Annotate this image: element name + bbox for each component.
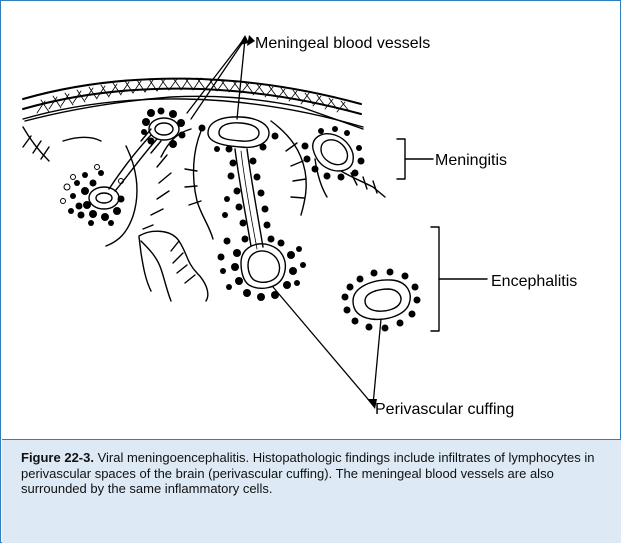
- leader-lines: [161, 39, 381, 405]
- brain-tissue-folds: [23, 121, 385, 301]
- meningitis-bracket: [397, 139, 405, 179]
- vessel-descending: [235, 149, 263, 249]
- vessel-left-lower: [89, 187, 119, 209]
- figure-caption: Figure 22-3. Viral meningoencephalitis. …: [2, 439, 621, 543]
- label-encephalitis: Encephalitis: [491, 273, 577, 290]
- vessel-right-meningeal: [313, 134, 354, 171]
- caption-text: Viral meningoencephalitis. Histopatholog…: [21, 450, 595, 496]
- meninges-band: [23, 79, 363, 129]
- caption-figure-number: Figure 22-3.: [21, 450, 94, 465]
- label-meningeal-blood-vessels: Meningeal blood vessels: [255, 35, 430, 52]
- encephalitis-bracket: [431, 227, 439, 331]
- vessel-lower-bulb: [241, 244, 285, 288]
- vessel-left-upper: [149, 118, 179, 140]
- label-perivascular-cuffing: Perivascular cuffing: [375, 401, 514, 418]
- label-meningitis: Meningitis: [435, 152, 507, 169]
- vessel-branch-left: [109, 135, 151, 189]
- vessel-encephalitis: [353, 280, 410, 319]
- vessel-center-top: [208, 117, 269, 148]
- meningoencephalitis-illustration: Meningeal blood vessels Meningitis Encep…: [1, 1, 621, 439]
